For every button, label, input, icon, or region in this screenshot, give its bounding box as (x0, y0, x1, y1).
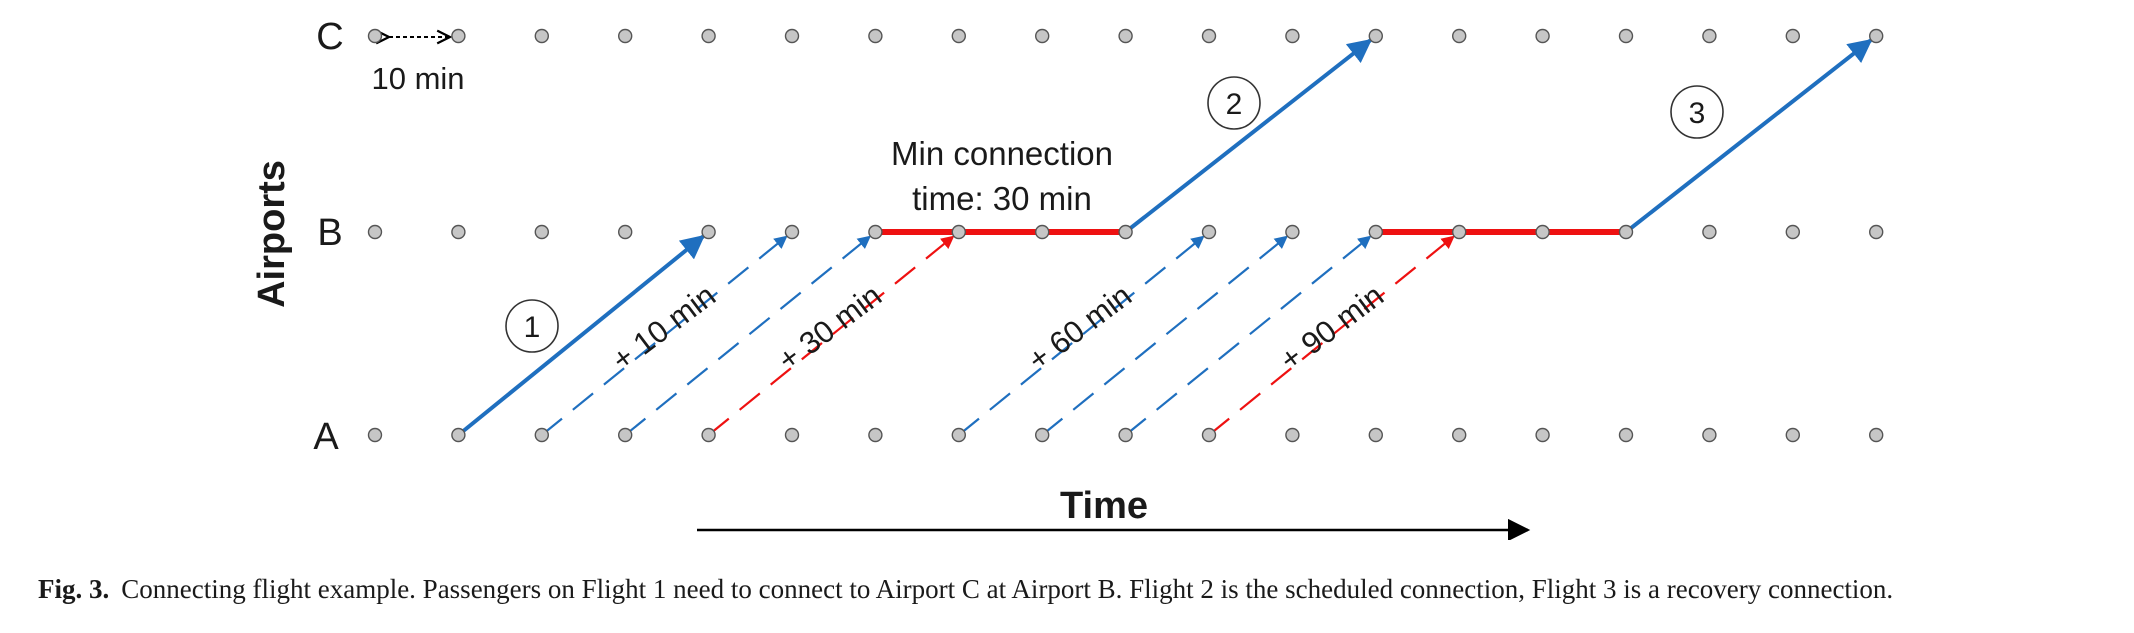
time-node-c-14 (1535, 28, 1550, 44)
time-node-c-2 (534, 28, 549, 44)
time-node-b-7 (951, 224, 966, 240)
time-node-c-5 (784, 28, 800, 44)
time-node-a-3 (618, 427, 633, 443)
caption-text: Connecting flight example. Passengers on… (121, 574, 1894, 604)
time-node-b-11 (1285, 224, 1300, 240)
connecting-flight-diagram: C B A Airports 10 min Min connection tim… (251, 16, 1884, 540)
time-step-label: 10 min (371, 61, 464, 96)
time-node-a-6 (868, 427, 883, 443)
time-node-a-0 (367, 427, 383, 443)
time-node-c-6 (868, 28, 883, 44)
time-node-c-11 (1285, 28, 1300, 44)
time-node-c-4 (701, 28, 716, 44)
time-node-b-10 (1201, 224, 1217, 240)
time-node-b-18 (1868, 224, 1884, 240)
time-node-b-14 (1535, 224, 1550, 240)
time-node-a-10 (1201, 427, 1217, 443)
time-node-a-4 (701, 427, 716, 443)
time-node-a-5 (784, 427, 800, 443)
flight-1-edge (457, 234, 706, 437)
time-node-b-13 (1451, 224, 1467, 240)
time-node-b-16 (1702, 224, 1717, 240)
delay-60-edge (958, 235, 1205, 436)
delay-30-edge (707, 235, 955, 436)
time-node-c-16 (1702, 28, 1717, 44)
delay-label-10: + 10 min (605, 278, 722, 378)
time-node-c-8 (1034, 28, 1050, 44)
flight-2-number: 2 (1226, 88, 1243, 121)
time-node-b-8 (1034, 224, 1050, 240)
time-node-c-13 (1451, 28, 1467, 44)
flight-2-badge: 2 (1207, 76, 1261, 130)
time-node-c-9 (1118, 28, 1133, 44)
time-node-a-15 (1618, 427, 1634, 443)
delay-label-60: + 60 min (1021, 278, 1138, 378)
delay-label-90: + 90 min (1273, 278, 1390, 378)
time-node-a-9 (1118, 427, 1133, 443)
time-node-a-16 (1702, 427, 1717, 443)
time-node-b-12 (1368, 224, 1384, 240)
flight-1-badge: 1 (505, 299, 559, 353)
delay-90-edge (1208, 235, 1455, 436)
time-node-a-11 (1285, 427, 1300, 443)
delay-10-edge (541, 235, 788, 436)
time-node-a-14 (1535, 427, 1550, 443)
time-node-a-7 (951, 427, 966, 443)
figure-caption: Fig. 3. Connecting flight example. Passen… (38, 574, 2108, 605)
time-node-a-1 (451, 427, 466, 443)
min-connection-label-line2: time: 30 min (912, 180, 1092, 217)
flight-2-edge (1124, 38, 1373, 234)
delay-20-edge (624, 235, 871, 436)
flight-3-number: 3 (1689, 97, 1706, 130)
min-connection-label-line1: Min connection (891, 135, 1113, 172)
time-node-c-12 (1368, 28, 1384, 44)
time-node-c-0 (367, 28, 383, 44)
time-node-b-0 (367, 224, 383, 240)
flight-edges (457, 38, 1873, 437)
time-node-c-10 (1201, 28, 1217, 44)
airport-label-b: B (317, 212, 342, 254)
time-node-c-18 (1868, 28, 1884, 44)
time-node-b-17 (1785, 224, 1801, 240)
time-node-b-3 (618, 224, 633, 240)
time-node-c-17 (1785, 28, 1801, 44)
time-node-b-2 (534, 224, 549, 240)
time-node-a-13 (1451, 427, 1467, 443)
airport-label-a: A (313, 416, 339, 458)
time-node-b-6 (868, 224, 883, 240)
time-node-c-1 (451, 28, 466, 44)
time-node-b-9 (1118, 224, 1133, 240)
y-axis-label: Airports (251, 160, 293, 308)
time-node-b-15 (1618, 224, 1634, 240)
caption-label: Fig. 3. (38, 574, 110, 604)
time-node-b-1 (451, 224, 466, 240)
time-node-a-17 (1785, 427, 1801, 443)
time-node-a-8 (1034, 427, 1050, 443)
time-node-b-4 (701, 224, 716, 240)
delay-label-30: + 30 min (771, 278, 888, 378)
time-node-a-12 (1368, 427, 1384, 443)
time-node-c-7 (951, 28, 966, 44)
flight-1-number: 1 (524, 311, 541, 344)
delay-80-edge (1124, 235, 1372, 436)
time-node-b-5 (784, 224, 800, 240)
time-node-c-15 (1618, 28, 1634, 44)
time-grid (367, 28, 1884, 443)
delay-70-edge (1041, 235, 1288, 436)
time-node-c-3 (618, 28, 633, 44)
x-axis-label: Time (1060, 485, 1148, 527)
time-node-a-18 (1868, 427, 1884, 443)
flight-3-edge (1624, 38, 1873, 234)
time-node-a-2 (534, 427, 549, 443)
airport-label-c: C (316, 16, 343, 58)
flight-3-badge: 3 (1670, 85, 1724, 139)
